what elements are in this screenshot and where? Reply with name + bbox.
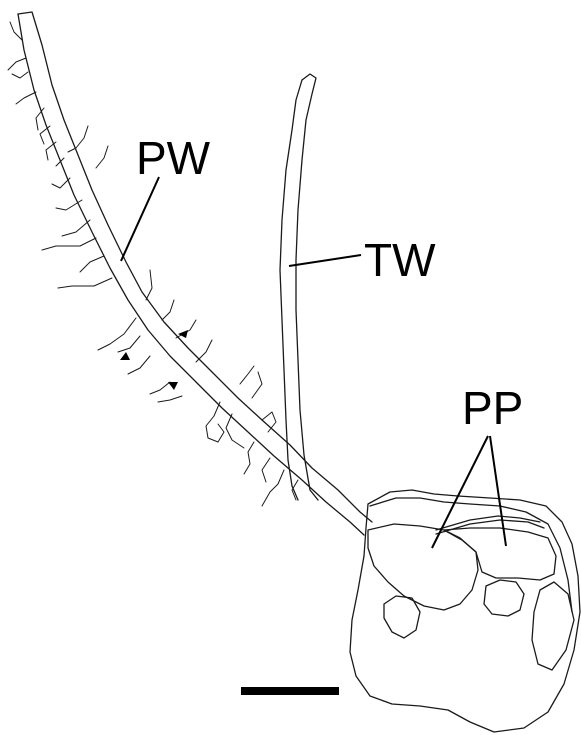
arrowhead-markers (120, 330, 188, 390)
arrowhead-marker-2 (120, 352, 130, 360)
pp-leader-line-right (490, 436, 506, 546)
pw-label: PW (136, 132, 211, 184)
arrowhead-marker-3 (168, 382, 178, 390)
pw-leader-line (121, 177, 159, 261)
tw-leader-line (289, 255, 361, 266)
tertiary-wing (280, 74, 318, 500)
pp-label: PP (462, 382, 523, 434)
arrowhead-marker-1 (178, 330, 188, 338)
primary-wing-hairs (8, 22, 298, 506)
tw-label: TW (364, 234, 436, 286)
body (350, 490, 580, 732)
leader-lines (121, 177, 506, 548)
scale-bar (241, 687, 339, 695)
pp-leader-line-left (432, 436, 488, 548)
primary-wing (18, 12, 372, 535)
